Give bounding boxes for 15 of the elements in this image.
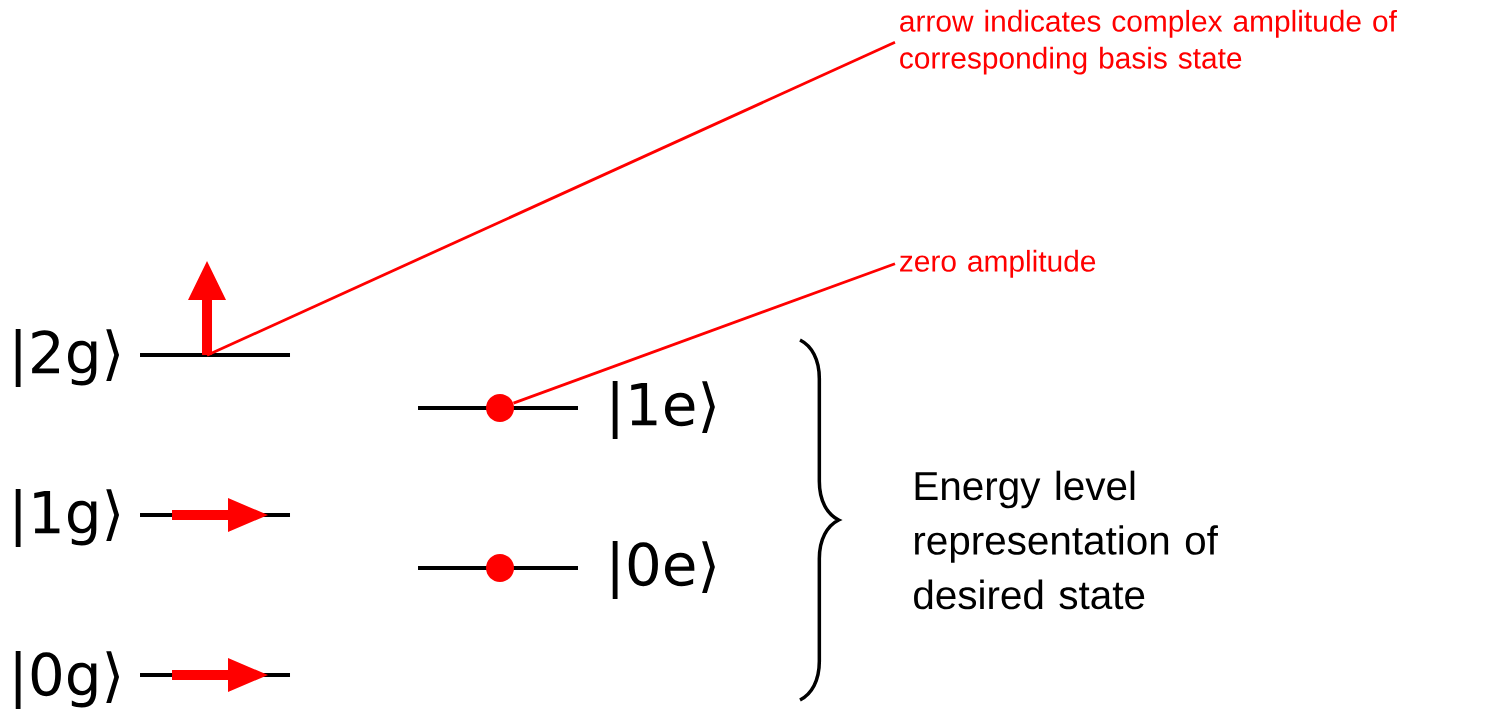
annotation-text: arrow indicates complex amplitude of corresponding basis state (900, 9, 1397, 75)
amplitude-dot (486, 554, 514, 582)
annotation-text: zero amplitude (900, 249, 1096, 278)
leader-line (206, 40, 896, 357)
state-label: |1e⟩ (612, 381, 715, 439)
description-text: Energy level representation of desired state (914, 470, 1218, 610)
state-label: |2g⟩ (15, 329, 120, 387)
leader-line (513, 262, 896, 405)
state-label: |0g⟩ (15, 651, 120, 709)
amplitude-arrow (172, 498, 268, 532)
state-label: |1g⟩ (15, 489, 120, 547)
amplitude-arrow (188, 261, 226, 355)
amplitude-dot (486, 394, 514, 422)
state-label: |0e⟩ (612, 541, 715, 599)
amplitude-arrow (172, 658, 268, 692)
